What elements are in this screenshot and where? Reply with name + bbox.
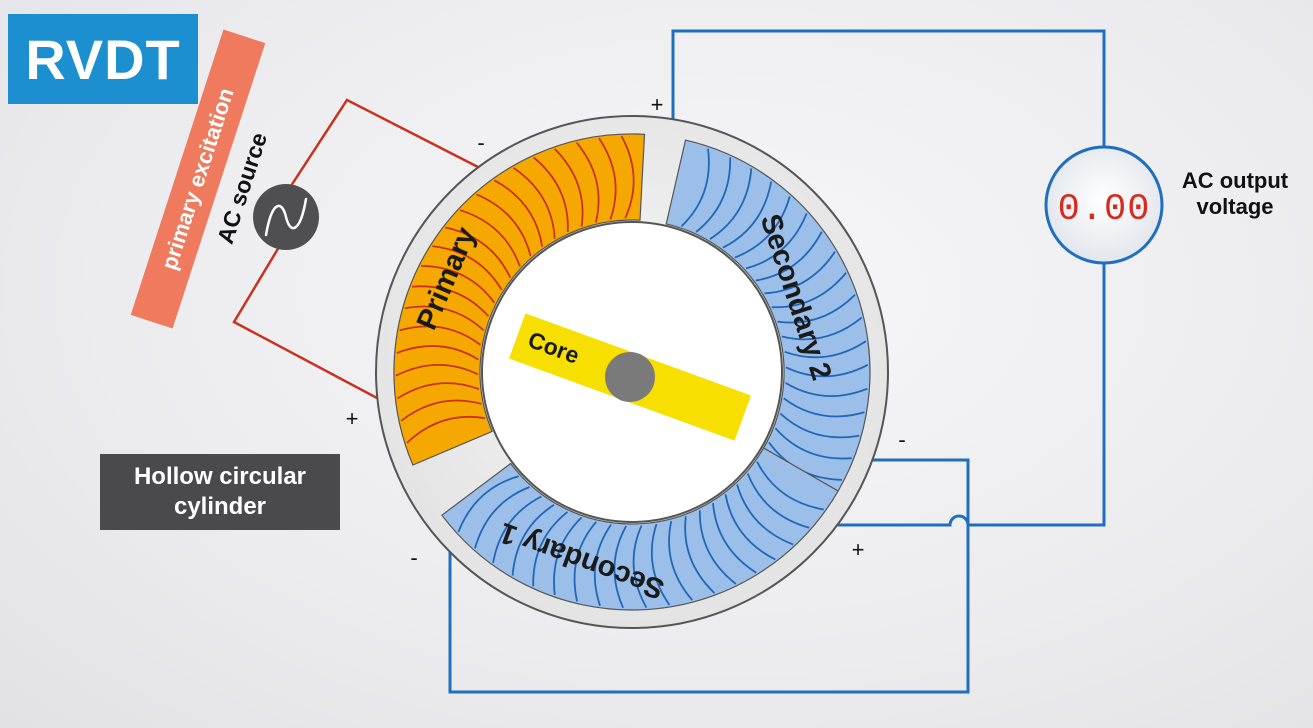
secondary1-coil-winding [668, 520, 693, 601]
secondary1-coil-winding [474, 486, 530, 549]
secondary1-coil-winding [593, 524, 612, 607]
primary-wire-top [285, 98, 479, 193]
primary-coil-winding [400, 399, 482, 422]
primary-coil [393, 133, 646, 466]
secondary2-coil-body [665, 139, 871, 503]
secondary1-coil-winding [684, 516, 716, 594]
primary-coil-winding [476, 193, 532, 257]
secondary1-coil-winding [532, 511, 569, 587]
ac-output-caption-line2: voltage [1196, 194, 1274, 220]
secondary1-coil-winding [746, 473, 810, 529]
primary-coil-winding [512, 167, 556, 239]
secondary2-coil-winding [695, 157, 732, 233]
primary-coil-winding [406, 415, 486, 444]
secondary1-coil-winding [712, 502, 757, 574]
secondary2-coil-winding [755, 231, 823, 282]
secondary1-coil-winding [511, 504, 555, 576]
polarity-primary-bottom: + [346, 406, 359, 431]
secondary1-coil [441, 447, 839, 611]
primary-coil-winding [493, 179, 544, 248]
primary-coil-winding [575, 142, 600, 223]
primary-coil-winding [533, 156, 569, 233]
secondary2-coil-winding [774, 427, 852, 460]
secondary1-coil-winding [457, 475, 519, 533]
secondary2-coil-winding [771, 272, 847, 309]
ac-voltmeter [1044, 145, 1164, 265]
primary-coil-winding [421, 265, 496, 304]
secondary2-coil-winding [781, 316, 863, 341]
polarity-secondary2-bottom: - [898, 427, 905, 452]
meter-reading: 0.00 [1058, 189, 1151, 231]
secondary2-coil-winding [722, 181, 773, 249]
secondary1-coil-winding [613, 525, 627, 609]
secondary1-coil-winding [724, 494, 776, 561]
shaft-pivot-icon [605, 352, 655, 402]
secondary2-coil-winding [745, 212, 808, 270]
sine-wave-icon [264, 197, 308, 237]
secondary2-wire [671, 29, 1106, 153]
secondary2-coil-winding [784, 340, 867, 359]
secondary1-coil-winding [650, 523, 671, 606]
primary-coil-winding [399, 325, 481, 346]
secondary2-coil-winding [680, 148, 710, 227]
primary-coil-winding [397, 382, 480, 400]
ac-output-caption-line1: AC output [1181, 168, 1289, 193]
primary-coil-winding [395, 363, 479, 377]
meter-return-wire [968, 262, 1106, 527]
hollow-cylinder-caption: Hollow circular cylinder [100, 454, 340, 530]
ac-output-caption: AC output voltage [1160, 168, 1310, 221]
secondary1-coil-winding [492, 495, 542, 563]
secondary2-coil-winding [783, 397, 865, 418]
secondary1-coil-winding [553, 516, 583, 596]
polarity-secondary2-top: + [651, 92, 664, 117]
primary-coil-winding [432, 245, 503, 291]
secondary1-coil-winding [573, 521, 597, 602]
secondary1-coil-winding [632, 525, 648, 609]
primary-coil-winding [404, 305, 485, 332]
primary-wire-bottom [232, 241, 378, 400]
primary-coil-winding [411, 285, 490, 317]
secondary2-coil-winding [777, 294, 856, 324]
primary-coil-winding [620, 135, 635, 219]
primary-coil-winding [445, 226, 512, 279]
secondary1-coil-winding [756, 461, 824, 511]
secondary2-coil-winding [785, 364, 869, 378]
secondary1-coil-winding [736, 484, 794, 546]
secondary2-coil-winding [779, 412, 860, 439]
primary-coil-winding [459, 209, 521, 267]
primary-coil-winding [554, 148, 584, 227]
secondary2-coil-winding [764, 251, 836, 295]
secondary1-coil-winding [698, 510, 737, 585]
secondary-series-wire [448, 458, 970, 694]
primary-coil-winding [396, 345, 479, 361]
polarity-secondary1-left: - [410, 545, 417, 570]
secondary2-coil-winding [709, 168, 753, 240]
polarity-primary-top: - [477, 130, 484, 155]
primary-coil-winding [598, 137, 617, 220]
secondary2-coil-winding [785, 382, 868, 397]
title-badge: RVDT [8, 14, 198, 104]
secondary2-coil [665, 139, 871, 503]
polarity-secondary1-right: + [852, 537, 865, 562]
secondary2-coil-winding [734, 196, 791, 259]
ac-source [253, 184, 319, 250]
